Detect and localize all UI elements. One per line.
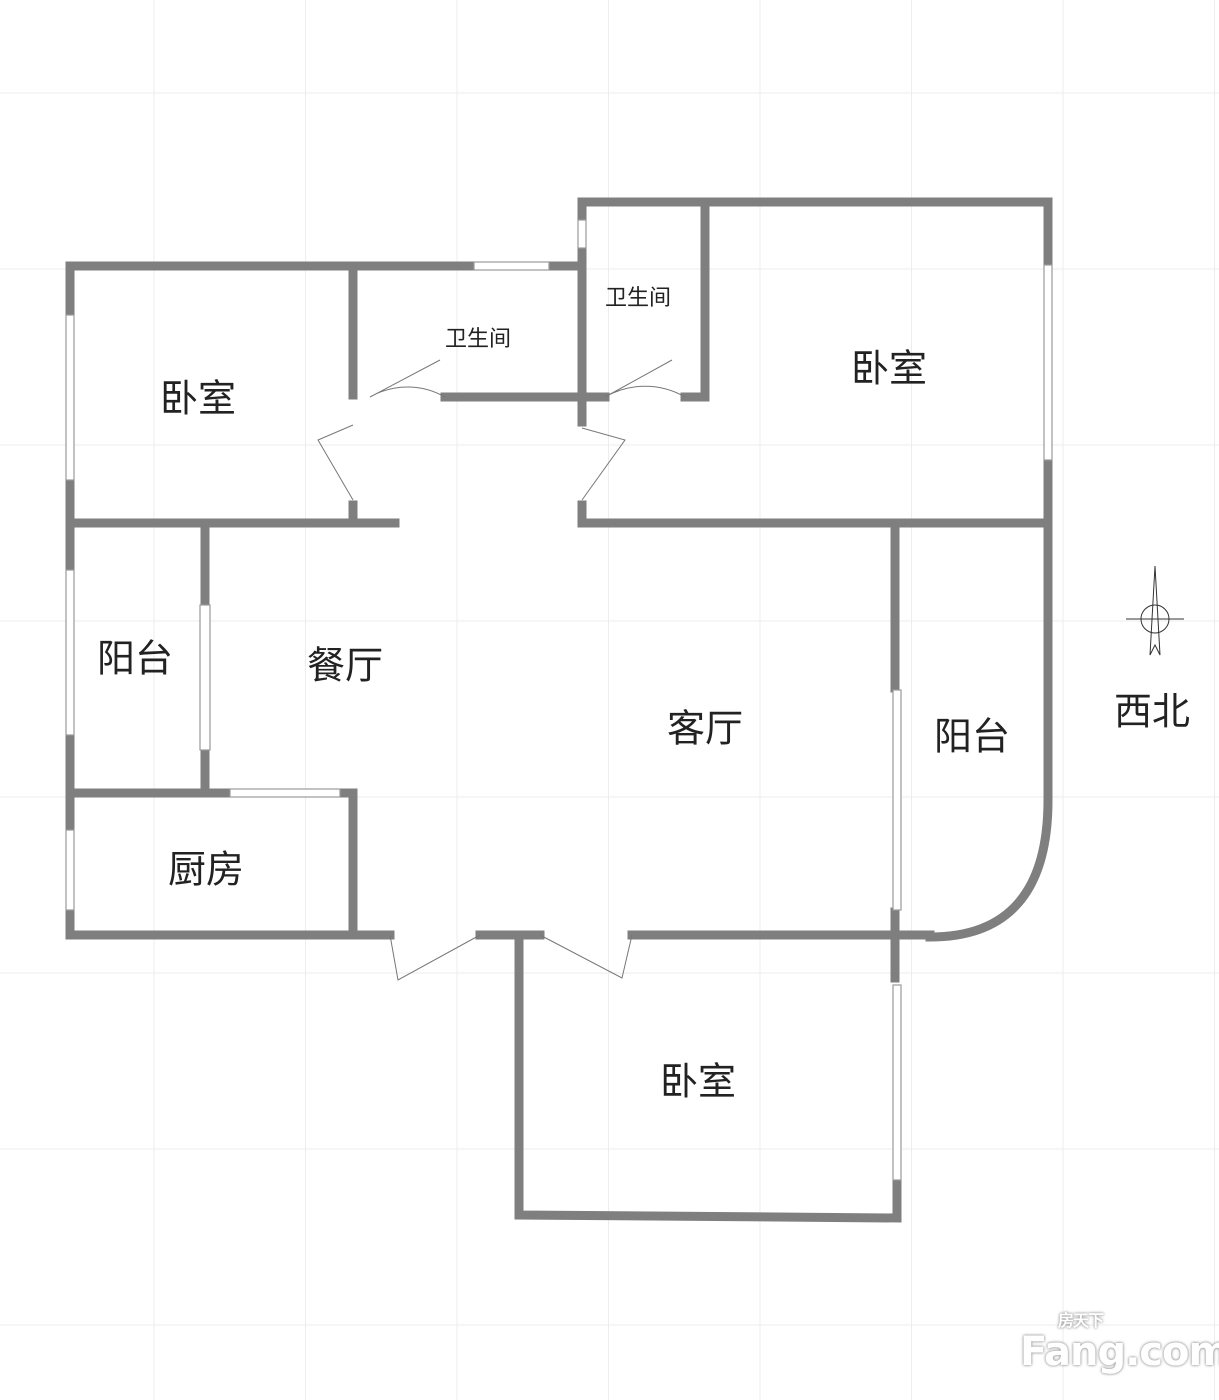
window: [65, 569, 75, 736]
room-label-dining: 餐厅: [306, 643, 384, 688]
window: [892, 984, 902, 1181]
compass-direction: 西北: [1113, 689, 1191, 734]
door-swing: [369, 359, 446, 398]
room-label-kitchen: 厨房: [167, 847, 245, 892]
room-label-bedroom: 卧室: [850, 346, 928, 391]
sliding-door: [892, 689, 902, 911]
window: [65, 314, 75, 481]
wall: [577, 197, 1053, 528]
room-label-balcony: 阳台: [933, 714, 1011, 759]
door-swing: [317, 424, 354, 501]
room-label-bathroom: 卫生间: [444, 327, 512, 352]
wall: [514, 932, 902, 1223]
room-label-bedroom: 卧室: [659, 1059, 737, 1104]
door-swing: [389, 934, 481, 981]
door-swing: [604, 359, 686, 398]
window: [1043, 264, 1053, 461]
window: [65, 829, 75, 911]
watermark-cn: 房天下: [1058, 1311, 1104, 1330]
door-swing: [539, 934, 633, 979]
windows: [65, 219, 1053, 1181]
wall: [65, 261, 395, 940]
room-label-bathroom: 卫生间: [604, 286, 672, 311]
sliding-door: [199, 604, 211, 751]
room-label-living: 客厅: [666, 706, 744, 751]
walls: [65, 197, 1053, 1223]
window: [473, 261, 550, 271]
wall-curved: [925, 518, 1053, 942]
room-label-balcony: 阳台: [96, 636, 174, 681]
watermark-brand: Fang.com: [1020, 1329, 1219, 1375]
wall: [680, 197, 710, 402]
sliding-door: [229, 788, 341, 798]
doors: [317, 359, 686, 981]
wall: [335, 788, 358, 940]
door-swing: [581, 427, 626, 501]
window: [577, 219, 587, 249]
room-label-bedroom: 卧室: [159, 376, 237, 421]
north-arrow-icon: [1126, 565, 1184, 656]
